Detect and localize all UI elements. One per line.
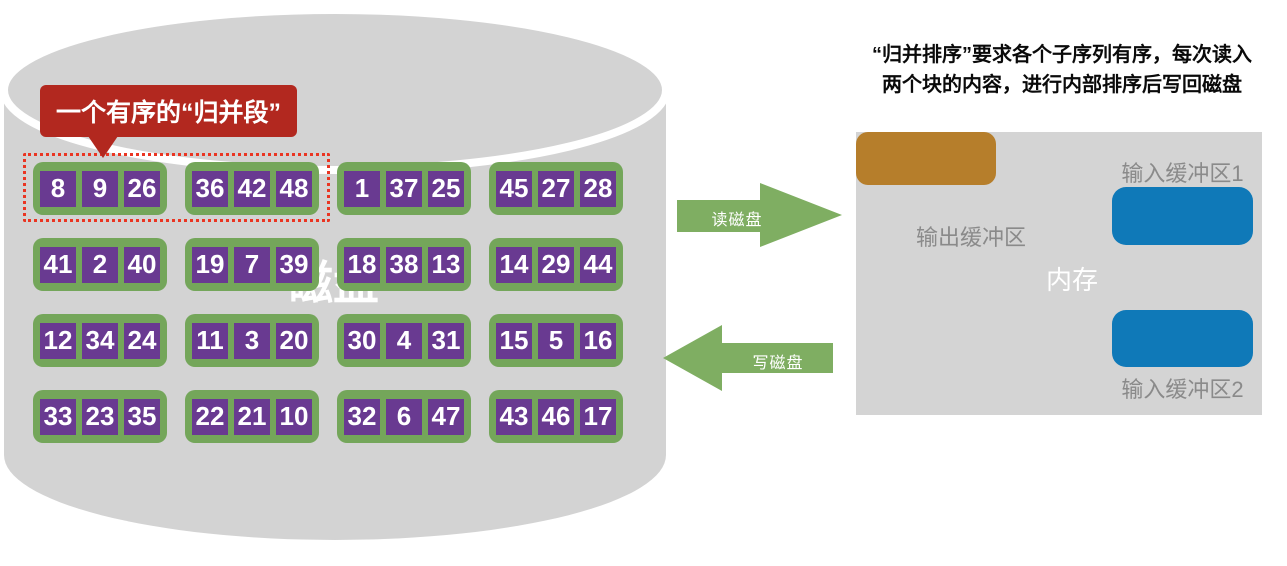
block-cell: 8	[40, 170, 76, 207]
block-cell: 24	[124, 322, 160, 359]
memory-label: 内存	[1046, 265, 1099, 295]
block-cell: 9	[82, 170, 118, 207]
block-cell: 5	[538, 322, 574, 359]
memory-box: 输入缓冲区1 输出缓冲区 内存 输入缓冲区2	[856, 132, 1262, 415]
block-cell: 31	[428, 322, 464, 359]
block-cell: 25	[428, 170, 464, 207]
diagram-title: “归并排序”要求各个子序列有序，每次读入 两个块的内容，进行内部排序后写回磁盘	[856, 40, 1268, 100]
block-cell: 43	[496, 398, 532, 435]
block-cell: 26	[124, 170, 160, 207]
block-cell: 2	[82, 246, 118, 283]
block-cell: 47	[428, 398, 464, 435]
block-cell: 19	[192, 246, 228, 283]
block-cell: 34	[82, 322, 118, 359]
block-cell: 11	[192, 322, 228, 359]
block-cell: 7	[234, 246, 270, 283]
block-cell: 3	[234, 322, 270, 359]
block-cell: 36	[192, 170, 228, 207]
block-cell: 38	[386, 246, 422, 283]
block-cell: 13	[428, 246, 464, 283]
block-cell: 4	[386, 322, 422, 359]
input-buffer1	[1112, 187, 1253, 245]
diagram-title-line1: “归并排序”要求各个子序列有序，每次读入	[872, 44, 1252, 66]
block-cell: 12	[40, 322, 76, 359]
block-cell: 44	[580, 246, 616, 283]
block-cell: 30	[344, 322, 380, 359]
block-cell: 1	[344, 170, 380, 207]
merge-segment-outline	[23, 153, 330, 222]
block-cell: 32	[344, 398, 380, 435]
block-cell: 40	[124, 246, 160, 283]
merge-segment-callout: 一个有序的“归并段”	[40, 85, 297, 137]
block-cell: 22	[192, 398, 228, 435]
input-buffer2-label: 输入缓冲区2	[1121, 377, 1244, 402]
block-cell: 23	[82, 398, 118, 435]
block-cell: 37	[386, 170, 422, 207]
block-cell: 45	[496, 170, 532, 207]
block-cell: 46	[538, 398, 574, 435]
block-cell: 48	[276, 170, 312, 207]
block-cell: 35	[124, 398, 160, 435]
diagram-title-line2: 两个块的内容，进行内部排序后写回磁盘	[882, 74, 1242, 96]
block-cell: 27	[538, 170, 574, 207]
input-buffer2	[1112, 310, 1253, 367]
callout-pointer	[88, 136, 118, 158]
block-cell: 16	[580, 322, 616, 359]
output-buffer	[856, 132, 996, 185]
block-cell: 29	[538, 246, 574, 283]
block-cell: 39	[276, 246, 312, 283]
block-cell: 18	[344, 246, 380, 283]
block-cell: 15	[496, 322, 532, 359]
block-cell: 42	[234, 170, 270, 207]
read-disk-arrow-label: 读磁盘	[711, 212, 763, 229]
disk-cylinder-bottom	[4, 455, 666, 540]
block-cell: 21	[234, 398, 270, 435]
input-buffer1-label: 输入缓冲区1	[1121, 161, 1244, 186]
block-cell: 14	[496, 246, 532, 283]
block-cell: 17	[580, 398, 616, 435]
write-disk-arrow-label: 写磁盘	[752, 355, 804, 372]
block-cell: 41	[40, 246, 76, 283]
block-cell: 33	[40, 398, 76, 435]
block-cell: 6	[386, 398, 422, 435]
output-buffer-label: 输出缓冲区	[915, 225, 1026, 250]
write-disk-arrow	[663, 325, 833, 391]
block-cell: 10	[276, 398, 312, 435]
block-cell: 20	[276, 322, 312, 359]
read-disk-arrow	[677, 183, 842, 247]
block-cell: 28	[580, 170, 616, 207]
